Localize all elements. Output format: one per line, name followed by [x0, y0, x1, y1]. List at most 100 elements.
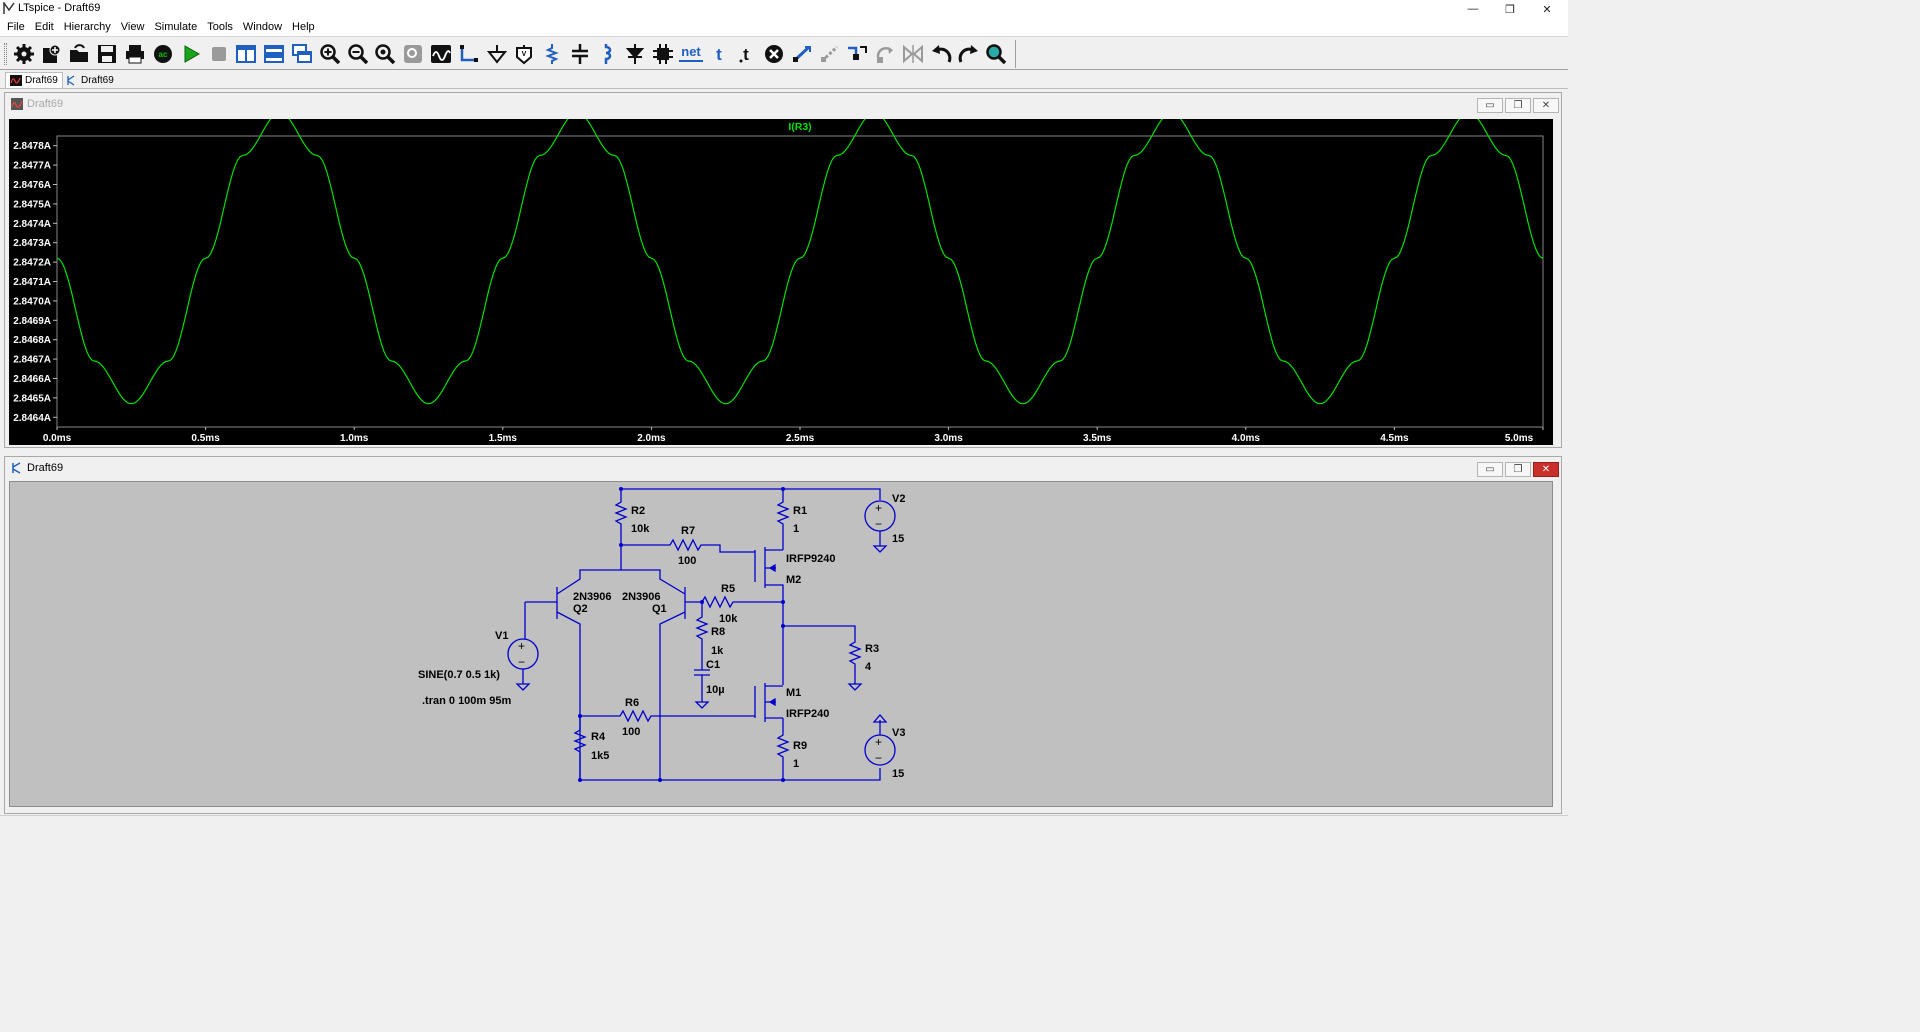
zoom-fit-button[interactable]	[372, 41, 398, 67]
r3-name[interactable]: R3	[865, 643, 879, 655]
duplicate-button[interactable]	[789, 41, 815, 67]
r1-name[interactable]: R1	[793, 505, 807, 517]
c1-name[interactable]: C1	[706, 659, 720, 671]
resistor-r8-cap-c1[interactable]	[694, 602, 710, 702]
undo-button[interactable]	[928, 41, 954, 67]
r8-value[interactable]: 1k	[711, 645, 724, 657]
tab-schematic[interactable]: Draft69	[62, 72, 118, 88]
v2-name[interactable]: V2	[892, 493, 905, 505]
r7-value[interactable]: 100	[678, 555, 696, 567]
menu-file[interactable]: File	[7, 21, 25, 33]
resistor-r3[interactable]	[782, 602, 862, 685]
redo-button[interactable]	[956, 41, 982, 67]
spice-directive-button[interactable]: t	[733, 41, 759, 67]
y-axis[interactable]: 2.8478A2.8477A2.8476A2.8475A2.8474A2.847…	[13, 141, 57, 424]
v2-value[interactable]: 15	[892, 533, 904, 545]
menu-edit[interactable]: Edit	[34, 21, 54, 33]
m1-transistor[interactable]	[754, 683, 783, 722]
autorange-button[interactable]	[428, 41, 454, 67]
r8-name[interactable]: R8	[711, 626, 725, 638]
resistor-r9[interactable]	[776, 718, 790, 780]
label-net-button[interactable]: V	[511, 41, 537, 67]
open-button[interactable]	[66, 41, 92, 67]
minimize-button[interactable]: —	[1467, 3, 1479, 15]
m2-terminals[interactable]	[765, 549, 784, 602]
delete-button[interactable]	[761, 41, 787, 67]
menu-tools[interactable]: Tools	[207, 21, 233, 33]
zoom-out-button[interactable]	[345, 41, 371, 67]
trace-label[interactable]: I(R3)	[788, 121, 811, 133]
waveform-close-button[interactable]: ✕	[1533, 98, 1559, 113]
menu-simulate[interactable]: Simulate	[154, 21, 198, 33]
find-button[interactable]	[983, 41, 1009, 67]
v1-name[interactable]: V1	[495, 630, 508, 642]
resistor-r7[interactable]	[621, 538, 755, 553]
net-name-button[interactable]: net	[678, 41, 704, 67]
tile-vertical-button[interactable]	[233, 41, 259, 67]
place-component-button[interactable]	[650, 41, 676, 67]
q1-name[interactable]: Q1	[652, 603, 667, 615]
r5-name[interactable]: R5	[721, 583, 735, 595]
q2-name[interactable]: Q2	[573, 603, 588, 615]
save-button[interactable]	[94, 41, 120, 67]
place-capacitor-button[interactable]	[567, 41, 593, 67]
toolbar-grip[interactable]	[4, 43, 7, 65]
tile-horizontal-button[interactable]	[261, 41, 287, 67]
schematic-close-button[interactable]: ✕	[1533, 462, 1559, 477]
c1-value[interactable]: 10µ	[706, 684, 725, 696]
q1-model[interactable]: 2N3906	[622, 591, 661, 603]
resistor-r6[interactable]	[580, 709, 755, 723]
menu-hierarchy[interactable]: Hierarchy	[63, 21, 111, 33]
wire-bottom-rail[interactable]	[580, 768, 881, 781]
place-text-button[interactable]: t	[706, 41, 732, 67]
tab-waveform[interactable]: Draft69	[5, 72, 63, 88]
waveform-window-titlebar[interactable]: Draft69 ▭ ❐ ✕	[5, 93, 1561, 115]
place-ground-button[interactable]	[484, 41, 510, 67]
schematic-window-titlebar[interactable]: Draft69 ▭ ❐ ✕	[5, 457, 1561, 479]
r7-name[interactable]: R7	[681, 525, 695, 537]
r4-value[interactable]: 1k5	[591, 750, 609, 762]
m1-name[interactable]: M1	[786, 687, 801, 699]
menu-help[interactable]: Help	[292, 21, 315, 33]
m2-name[interactable]: M2	[786, 574, 801, 586]
v3-name[interactable]: V3	[892, 727, 905, 739]
zoom-in-button[interactable]	[317, 41, 343, 67]
cascade-button[interactable]	[289, 41, 315, 67]
r5-value[interactable]: 10k	[719, 613, 738, 625]
resistor-r2[interactable]	[614, 489, 628, 545]
close-button[interactable]: ✕	[1542, 3, 1552, 16]
place-diode-button[interactable]	[622, 41, 648, 67]
mirror-button[interactable]	[900, 41, 926, 67]
place-resistor-button[interactable]	[539, 41, 565, 67]
r1-value[interactable]: 1	[793, 523, 799, 535]
move-button[interactable]	[817, 41, 843, 67]
v1-value[interactable]: SINE(0.7 0.5 1k)	[418, 669, 500, 681]
m1-model[interactable]: IRFP240	[786, 708, 829, 720]
wire-v2-top[interactable]	[783, 488, 881, 500]
draw-wire-button[interactable]	[456, 41, 482, 67]
schematic-canvas[interactable]: + − + − + − R2 10k R1 1 R7 100 IRFP9240 …	[9, 481, 1553, 807]
r2-value[interactable]: 10k	[631, 523, 650, 535]
waveform-minimize-button[interactable]: ▭	[1477, 98, 1503, 113]
v3-value[interactable]: 15	[892, 768, 904, 780]
resistor-r5[interactable]	[685, 595, 783, 609]
resistor-r4[interactable]	[573, 716, 587, 780]
print-button[interactable]	[122, 41, 148, 67]
maximize-button[interactable]: ❐	[1505, 3, 1515, 16]
r6-value[interactable]: 100	[622, 726, 640, 738]
new-schematic-button[interactable]	[38, 41, 64, 67]
rotate-button[interactable]	[872, 41, 898, 67]
zoom-extent-button[interactable]	[400, 41, 426, 67]
bjt-pair-q1-q2[interactable]	[525, 569, 686, 780]
r9-value[interactable]: 1	[793, 758, 799, 770]
spice-directive[interactable]: .tran 0 100m 95m	[422, 695, 511, 707]
r9-name[interactable]: R9	[793, 740, 807, 752]
drag-button[interactable]	[844, 41, 870, 67]
menu-view[interactable]: View	[120, 21, 145, 33]
schematic-restore-button[interactable]: ❐	[1505, 462, 1531, 477]
r2-name[interactable]: R2	[631, 505, 645, 517]
settings-button[interactable]	[11, 41, 37, 67]
place-inductor-button[interactable]	[595, 41, 621, 67]
